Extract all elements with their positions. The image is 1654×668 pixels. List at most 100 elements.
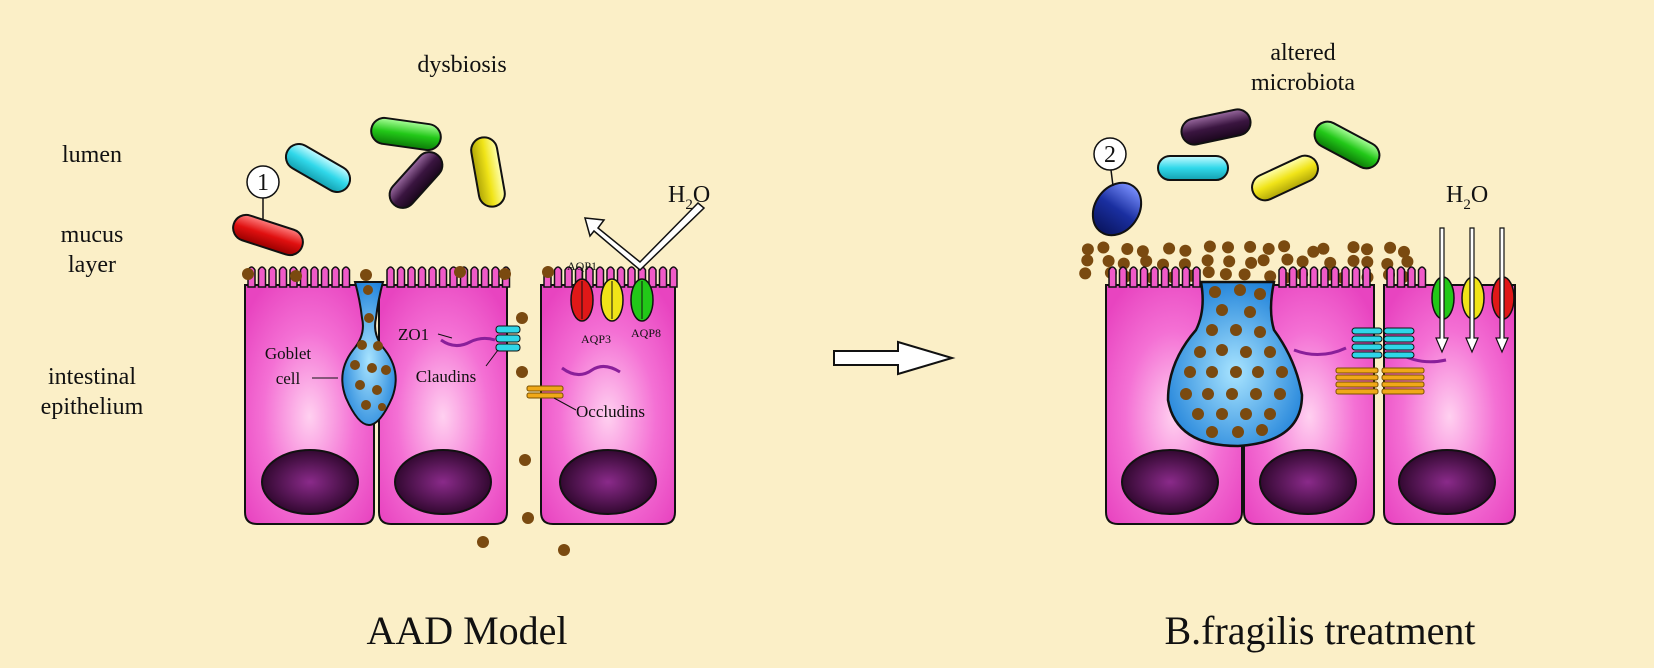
bacterium-purple xyxy=(1180,108,1252,146)
mucin-granule xyxy=(1401,255,1414,268)
enlarged-goblet-cell xyxy=(1166,280,1304,448)
microvillus xyxy=(1118,266,1128,288)
zo1-protein xyxy=(1293,346,1347,356)
epithelium-label-line2: epithelium xyxy=(41,394,144,420)
mucin-granule xyxy=(1264,408,1276,420)
left-epithelium xyxy=(244,266,678,525)
microvilli xyxy=(1108,266,1427,288)
claudins-label: Claudins xyxy=(416,367,476,386)
zo1-protein xyxy=(561,365,621,376)
mucin-granule xyxy=(1184,366,1196,378)
bacterium-cyan xyxy=(1157,155,1229,181)
microvillus xyxy=(1341,266,1350,288)
mucin-granule xyxy=(1398,245,1410,258)
bacterium-blue xyxy=(1091,181,1143,237)
goblet-mucin-granules xyxy=(1180,284,1288,438)
mucin-granule xyxy=(1254,326,1266,338)
microvillus xyxy=(595,266,605,288)
altered-label-line1: altered xyxy=(1270,40,1335,66)
microvillus xyxy=(1150,266,1159,288)
dysbiosis-label: dysbiosis xyxy=(417,52,506,78)
microvillus xyxy=(1320,266,1329,288)
marker-1-text: 1 xyxy=(257,170,269,196)
mucin-granule xyxy=(1276,366,1288,378)
claudins-complex xyxy=(1351,327,1415,359)
goblet-mucin-granules xyxy=(350,285,391,411)
microvillus xyxy=(1407,266,1416,288)
microvillus xyxy=(616,266,626,288)
microvillus xyxy=(310,266,319,288)
left-panel-title: AAD Model xyxy=(366,608,567,653)
mucin-granule xyxy=(1240,408,1252,420)
left-aquaporins: AQP1 AQP3 AQP8 xyxy=(567,259,661,346)
mucin-granule xyxy=(1136,245,1149,258)
left-panel: dysbiosis 1 xyxy=(232,52,710,653)
mucin-granule xyxy=(1361,243,1373,256)
mucin-granule xyxy=(1216,408,1228,420)
bacterium-green xyxy=(370,116,442,152)
mucin-granule xyxy=(1264,346,1276,358)
goblet-label-line1: Goblet xyxy=(265,344,312,363)
mucin-granule xyxy=(1202,388,1214,400)
microvillus xyxy=(564,266,573,288)
microvillus xyxy=(1362,266,1371,288)
mucin-granule xyxy=(1257,254,1270,267)
mucin-granule xyxy=(1230,366,1242,378)
microvillus xyxy=(491,266,500,288)
nucleus xyxy=(1259,449,1357,515)
microvillus xyxy=(1278,266,1287,288)
microvillus xyxy=(1139,266,1149,288)
mucin-granule xyxy=(1081,243,1094,256)
bacterium-yellow xyxy=(470,136,506,208)
microvillus xyxy=(268,266,277,288)
mucin-granule xyxy=(1307,245,1320,258)
goblet-label-line2: cell xyxy=(276,369,301,388)
mucin-granule xyxy=(1201,254,1214,267)
microvillus xyxy=(553,266,563,288)
microvillus xyxy=(257,266,267,288)
mucin-granule xyxy=(1216,344,1228,356)
mucin-granule xyxy=(1206,366,1218,378)
microvillus xyxy=(396,266,406,288)
microvillus xyxy=(1386,266,1395,288)
microvillus xyxy=(669,266,678,288)
microvillus xyxy=(1288,266,1298,288)
transition-arrow xyxy=(833,340,956,376)
water-label: H2O xyxy=(668,182,710,213)
bacterium-red xyxy=(232,213,304,257)
mucin-granule xyxy=(1296,255,1309,268)
microvillus xyxy=(438,266,448,288)
water-efflux-arrow xyxy=(583,201,706,272)
claudins-complex xyxy=(495,325,521,352)
microvillus xyxy=(1160,266,1170,288)
microvillus xyxy=(407,266,416,288)
mucin-granule xyxy=(1180,388,1192,400)
mucin-granule xyxy=(1384,241,1397,254)
mucin-granule xyxy=(1250,388,1262,400)
mucin-granule xyxy=(1274,388,1286,400)
mucin-granule xyxy=(1256,424,1268,436)
goblet-cell xyxy=(341,281,397,427)
microvillus xyxy=(1108,266,1117,288)
mucin-granule xyxy=(1262,242,1275,255)
mucin-granule xyxy=(1281,253,1294,266)
nucleus xyxy=(261,449,359,515)
mucin-granule xyxy=(1347,241,1360,254)
mucin-granule xyxy=(1252,366,1264,378)
mucin-granule xyxy=(1081,254,1094,267)
microvillus xyxy=(1181,266,1191,288)
mucus-label-line2: layer xyxy=(68,252,116,278)
right-bacteria xyxy=(1091,108,1381,237)
microvillus xyxy=(1129,266,1138,288)
microvillus xyxy=(331,266,340,288)
mucin-granule xyxy=(1219,268,1232,281)
water-influx-arrows xyxy=(1435,227,1509,354)
right-epithelium xyxy=(1105,266,1516,525)
mucin-granule xyxy=(1079,267,1092,280)
mucin-granule xyxy=(1194,346,1206,358)
occludins-complex xyxy=(526,385,564,399)
lumen-label: lumen xyxy=(62,142,122,168)
zo1-protein xyxy=(440,336,496,347)
mucin-granule xyxy=(1163,242,1176,255)
